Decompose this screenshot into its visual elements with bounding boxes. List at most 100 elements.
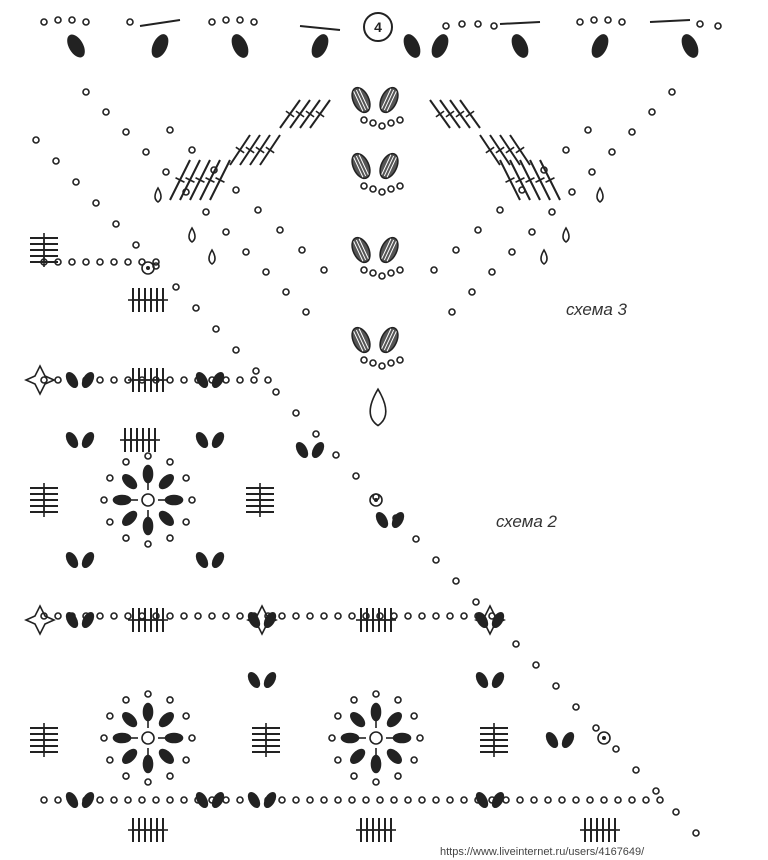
- picot-stitch: [596, 186, 604, 203]
- chain-stitch: [236, 796, 244, 804]
- chain-stitch: [360, 116, 368, 124]
- ring-marker: [369, 493, 383, 507]
- puff-stitch: [370, 702, 382, 722]
- chain-stitch: [208, 18, 216, 26]
- treble-stitch-bar: [445, 110, 455, 118]
- chain-stitch: [376, 796, 384, 804]
- chain-stitch: [530, 796, 538, 804]
- puff-stitch: [65, 552, 79, 568]
- chain-stitch: [320, 612, 328, 620]
- treble-stitch-bar: [215, 177, 225, 183]
- chain-stitch: [72, 178, 80, 186]
- puff-stitch: [65, 792, 79, 808]
- treble-stitch-bar: [235, 146, 245, 154]
- puff-stitch: [475, 672, 489, 688]
- puff-stitch: [311, 442, 325, 458]
- chain-stitch: [222, 612, 230, 620]
- chain-stitch: [40, 796, 48, 804]
- chain-stitch: [490, 22, 498, 30]
- chain-stitch: [306, 612, 314, 620]
- chain-stitch: [334, 612, 342, 620]
- chain-stitch: [628, 128, 636, 136]
- chain-stitch: [282, 288, 290, 296]
- chain-stitch: [306, 796, 314, 804]
- puff-stitch: [340, 732, 360, 744]
- chain-stitch: [82, 88, 90, 96]
- chain-stitch: [126, 18, 134, 26]
- chain-stitch: [532, 661, 540, 669]
- puff-stitch: [211, 552, 225, 568]
- puff-stitch: [164, 494, 184, 506]
- chain-stitch: [292, 409, 300, 417]
- treble-stitch-bar: [295, 110, 305, 118]
- chain-stitch: [696, 20, 704, 28]
- puff-stitch: [491, 792, 505, 808]
- treble-stitch-bar: [545, 177, 555, 183]
- chain-stitch: [612, 745, 620, 753]
- chain-stitch: [166, 458, 174, 466]
- chain-stitch: [656, 796, 664, 804]
- chain-stitch: [194, 612, 202, 620]
- chain-stitch: [106, 756, 114, 764]
- chain-stitch: [548, 208, 556, 216]
- puff-stitch: [403, 34, 421, 58]
- treble-stitch-bar: [265, 146, 275, 154]
- motif-center: [141, 731, 155, 745]
- chain-stitch: [558, 796, 566, 804]
- chain-stitch: [236, 376, 244, 384]
- chain-stitch: [54, 612, 62, 620]
- scheme-2-label: схема 2: [496, 512, 557, 531]
- chain-stitch: [254, 206, 262, 214]
- chain-stitch: [474, 226, 482, 234]
- chain-stitch: [508, 248, 516, 256]
- star-motif: [474, 604, 506, 636]
- chain-stitch: [272, 388, 280, 396]
- puff-stitch: [295, 442, 309, 458]
- chain-line: [649, 19, 691, 23]
- chain-stitch: [68, 258, 76, 266]
- chain-stitch: [320, 266, 328, 274]
- puff-stitch: [81, 372, 95, 388]
- chain-stitch: [516, 796, 524, 804]
- chain-stitch: [360, 182, 368, 190]
- puff-stitch: [351, 236, 371, 264]
- chain-stitch: [276, 226, 284, 234]
- chain-stitch: [152, 258, 160, 266]
- chain-stitch: [166, 126, 174, 134]
- chain-stitch: [144, 540, 152, 548]
- chain-stitch: [446, 612, 454, 620]
- chain-stitch: [252, 367, 260, 375]
- chain-stitch: [166, 772, 174, 780]
- chain-stitch: [110, 376, 118, 384]
- treble-stitch-bar: [185, 177, 195, 183]
- puff-stitch: [158, 474, 174, 490]
- chain-stitch: [96, 376, 104, 384]
- chain-stitch: [588, 168, 596, 176]
- chain-stitch: [460, 796, 468, 804]
- chain-stitch: [250, 18, 258, 26]
- chain-stitch: [488, 268, 496, 276]
- treble-stitch-bar: [305, 110, 315, 118]
- puff-stitch: [65, 432, 79, 448]
- chain-stitch: [672, 808, 680, 816]
- chain-stitch: [144, 690, 152, 698]
- chain-stitch: [452, 246, 460, 254]
- chain-stitch: [452, 577, 460, 585]
- chain-stitch: [396, 116, 404, 124]
- puff-stitch: [122, 712, 138, 728]
- chain-stitch: [236, 16, 244, 24]
- chain-stitch: [222, 16, 230, 24]
- puff-stitch: [142, 516, 154, 536]
- chain-stitch: [334, 796, 342, 804]
- treble-stitch-bar: [465, 110, 475, 118]
- chain-stitch: [360, 356, 368, 364]
- puff-stitch: [591, 34, 609, 58]
- chain-stitch: [369, 119, 377, 127]
- chain-stitch: [292, 612, 300, 620]
- chain-stitch: [412, 535, 420, 543]
- chain-stitch: [432, 796, 440, 804]
- chain-stitch: [122, 772, 130, 780]
- chain-stitch: [496, 206, 504, 214]
- puff-stitch: [158, 510, 174, 526]
- puff-stitch: [350, 712, 366, 728]
